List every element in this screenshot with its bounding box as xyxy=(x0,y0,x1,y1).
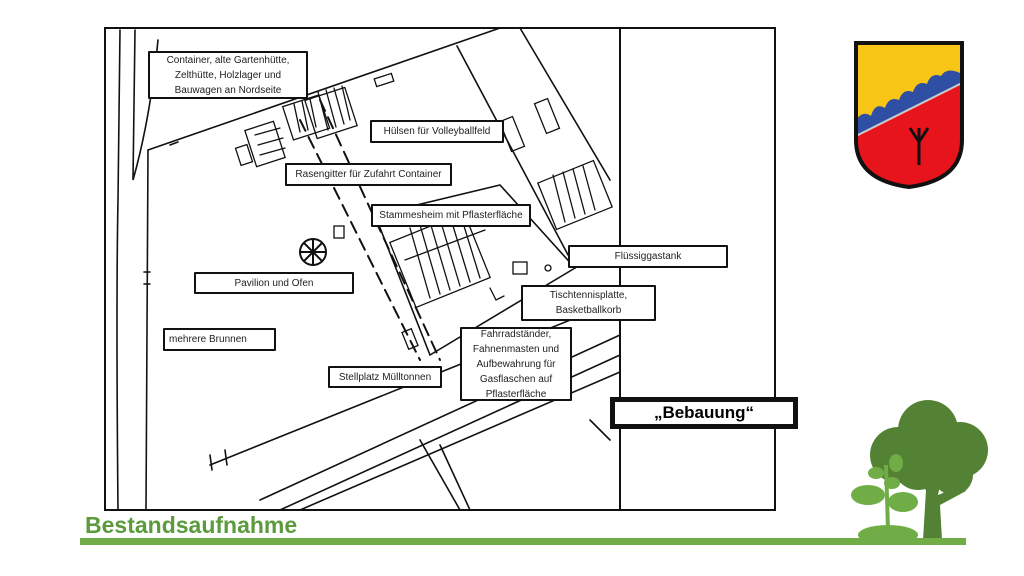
accent-bar xyxy=(80,538,966,545)
seedling-icon xyxy=(851,454,918,540)
label-rasengitter: Rasengitter für Zufahrt Container xyxy=(285,163,452,186)
label-muelltonnen: Stellplatz Mülltonnen xyxy=(328,366,442,388)
section-label: „Bebauung“ xyxy=(610,397,798,429)
label-brunnen: mehrere Brunnen xyxy=(163,328,276,351)
label-fahrradstaender: Fahrradständer, Fahnenmasten und Aufbewa… xyxy=(460,327,572,401)
label-container-area: Container, alte Gartenhütte, Zelthütte, … xyxy=(148,51,308,99)
label-stammesheim: Stammesheim mit Pflasterfläche xyxy=(371,204,531,227)
label-volleyball: Hülsen für Volleyballfeld xyxy=(370,120,504,143)
slide-title: Bestandsaufnahme xyxy=(85,512,298,538)
label-tischtennis: Tischtennisplatte, Basketballkorb xyxy=(521,285,656,321)
tree-icon xyxy=(851,400,988,540)
label-fluessiggastank: Flüssiggastank xyxy=(568,245,728,268)
coat-of-arms-icon xyxy=(854,41,964,190)
label-pavilion: Pavilion und Ofen xyxy=(194,272,354,294)
pavilion-icon xyxy=(299,238,327,266)
